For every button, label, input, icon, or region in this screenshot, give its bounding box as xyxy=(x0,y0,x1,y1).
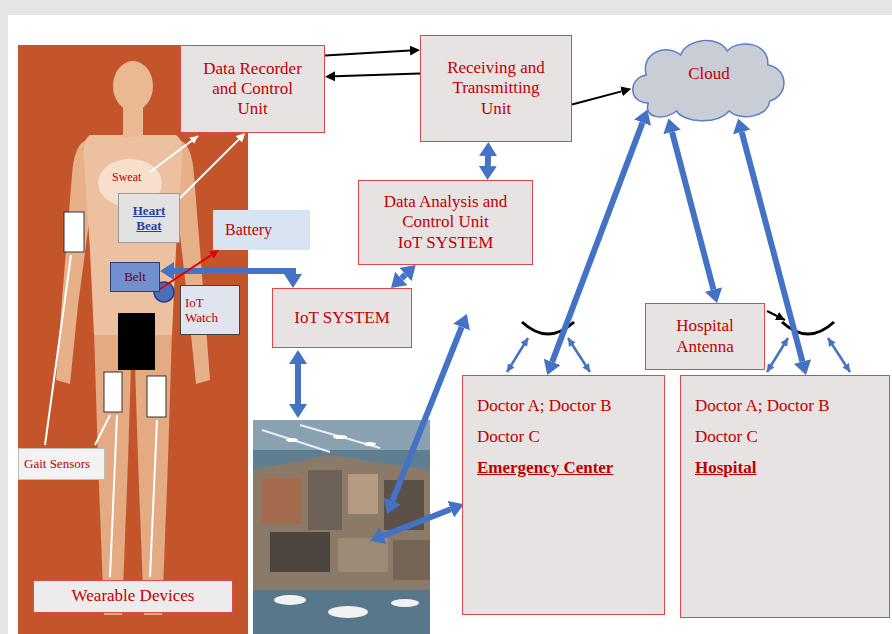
block-arrow xyxy=(383,509,451,535)
unit-box: Data Analysis and Control UnitIoT SYSTEM xyxy=(358,180,533,265)
part-label: Sweat xyxy=(112,171,141,184)
connector-arrow xyxy=(160,255,211,289)
connector-arrow xyxy=(572,91,622,104)
belt-box: Belt xyxy=(110,262,160,292)
connector-arrow xyxy=(672,132,713,289)
page-ground xyxy=(8,15,892,634)
battery-box: Battery xyxy=(213,210,310,250)
system-box: IoT SYSTEM xyxy=(272,288,412,348)
photo-boat xyxy=(274,595,306,605)
photo-building xyxy=(270,532,330,572)
unit-box: Receiving and Transmitting Unit xyxy=(420,35,572,142)
antenna-box: Hospital Antenna xyxy=(645,303,765,370)
box-text: Doctor A; Doctor B xyxy=(477,396,612,416)
box-text: Doctor C xyxy=(477,427,540,447)
signal-arrow xyxy=(767,338,788,372)
sensor-patch xyxy=(64,212,84,252)
leader-line xyxy=(150,136,198,172)
caption-box: Wearable Devices xyxy=(33,580,233,613)
photo-boat xyxy=(364,442,376,446)
cloud-outline xyxy=(633,40,784,120)
leader-line xyxy=(150,420,157,577)
watch-box: IoT Watch xyxy=(180,285,240,335)
photo-pier xyxy=(262,430,330,452)
block-arrow xyxy=(392,327,461,501)
cloud-shape: Cloud xyxy=(628,33,790,123)
box-text: Hospital Antenna xyxy=(654,316,756,356)
leader-line xyxy=(45,255,71,445)
box-text: Hospital xyxy=(695,458,756,478)
signal-arrow xyxy=(568,338,590,372)
connector-arrow xyxy=(335,74,420,77)
box-text: Gait Sensors xyxy=(24,456,90,471)
photo-building xyxy=(262,478,302,524)
photo-boat xyxy=(328,606,368,618)
box-text: IoT SYSTEM xyxy=(398,233,494,253)
antenna-dish xyxy=(522,322,574,334)
sensor-patch xyxy=(104,372,122,412)
figure-leg xyxy=(134,330,172,615)
connector-arrow xyxy=(325,51,410,56)
box-text: Doctor A; Doctor B xyxy=(695,396,830,416)
signal-arrow xyxy=(828,338,850,372)
box-text: IoT Watch xyxy=(185,295,235,326)
connector-arrow xyxy=(552,123,642,362)
photo-boat xyxy=(286,438,298,442)
box-text: IoT SYSTEM xyxy=(294,308,390,328)
figure-head xyxy=(113,61,153,111)
photo-building xyxy=(338,538,388,572)
box-text: Emergency Center xyxy=(477,458,613,478)
connector-arrow xyxy=(180,139,239,198)
garment-patch xyxy=(118,313,155,370)
figure-arm xyxy=(176,140,210,384)
photo-building xyxy=(348,474,378,514)
photo-pier xyxy=(300,425,380,448)
antenna-feed-arrow xyxy=(767,311,785,320)
photo-water xyxy=(253,590,430,634)
box-text: Belt xyxy=(124,269,146,284)
photo-boat xyxy=(333,435,347,439)
block-arrow xyxy=(295,364,301,404)
connector-arrow xyxy=(401,275,405,279)
box-text: Doctor C xyxy=(695,427,758,447)
signal-arrow xyxy=(507,338,528,372)
box-text: Cloud xyxy=(688,64,730,84)
photo-ground xyxy=(18,45,248,634)
photo-boat xyxy=(391,599,419,607)
sensor-box: Heart Beat xyxy=(118,193,180,243)
facility-box: Doctor A; Doctor B Doctor C Emergency Cent… xyxy=(462,375,665,615)
facility-box: Doctor A; Doctor B Doctor C Hospital xyxy=(680,375,890,618)
box-text: Data Analysis and Control Unit xyxy=(374,192,517,232)
photo-building xyxy=(308,470,342,530)
box-text: Receiving and Transmitting Unit xyxy=(441,58,551,118)
figure-torso xyxy=(84,135,183,335)
box-text: Heart Beat xyxy=(123,203,175,234)
caption-box: Gait Sensors xyxy=(18,448,105,480)
leader-line xyxy=(95,415,110,445)
unit-box: Data Recorder and Control Unit xyxy=(180,45,325,133)
connector-arrow xyxy=(485,156,491,166)
photo-building xyxy=(393,540,430,580)
box-text: Wearable Devices xyxy=(72,586,195,606)
leader-line xyxy=(110,415,117,577)
box-text: Battery xyxy=(225,221,272,240)
box-text: Data Recorder and Control Unit xyxy=(199,59,306,119)
antenna-dish xyxy=(782,322,834,334)
sensor-patch xyxy=(147,376,166,417)
connector-arrow xyxy=(174,271,293,274)
